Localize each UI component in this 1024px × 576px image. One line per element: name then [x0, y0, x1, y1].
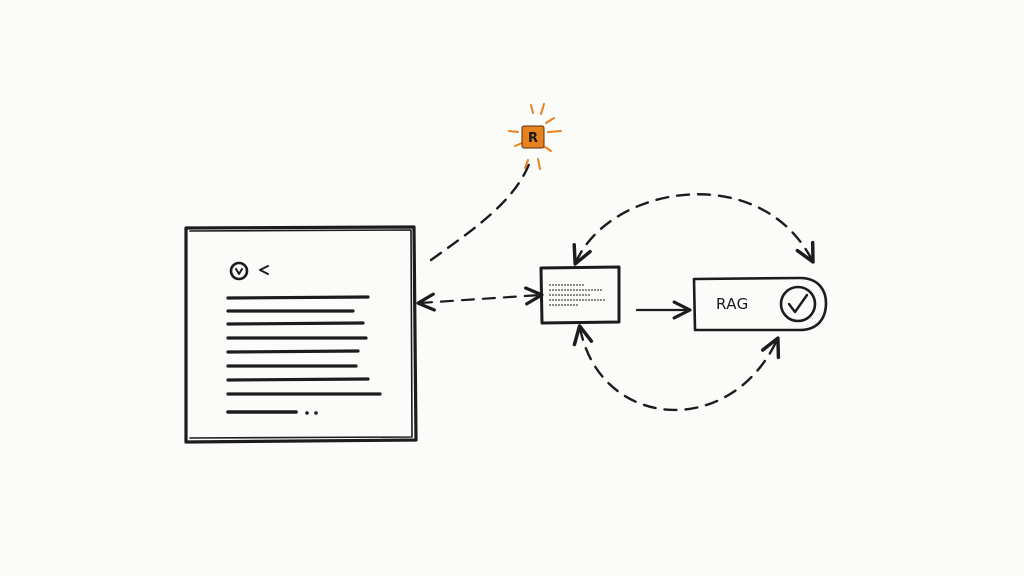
document-query-arrow [416, 286, 544, 312]
query-box-frame [539, 265, 621, 325]
document-text-lines [226, 295, 382, 415]
sparkle-icon [508, 103, 562, 170]
check-circle-icon [779, 285, 817, 323]
text-line [226, 321, 365, 326]
bottom-loop-arrow [572, 324, 781, 412]
document-node [184, 225, 418, 444]
text-line [226, 295, 370, 300]
document-frame [184, 225, 418, 444]
document-frame-inner [189, 229, 413, 439]
badge-square [521, 125, 545, 149]
query-box-text [549, 284, 606, 306]
text-line [226, 349, 360, 354]
top-loop-arrow [572, 193, 815, 266]
ellipsis-dot [305, 411, 309, 415]
ellipsis-dot [314, 411, 318, 415]
result-label: RAG [716, 295, 749, 313]
badge-letter: R [528, 131, 538, 146]
badge-connector [429, 160, 532, 262]
query-node [539, 265, 621, 325]
text-line [226, 377, 370, 382]
document-header-icon [229, 261, 269, 281]
result-node-frame [692, 276, 828, 332]
result-node: RAG [692, 276, 828, 332]
badge-node: R [508, 103, 562, 170]
